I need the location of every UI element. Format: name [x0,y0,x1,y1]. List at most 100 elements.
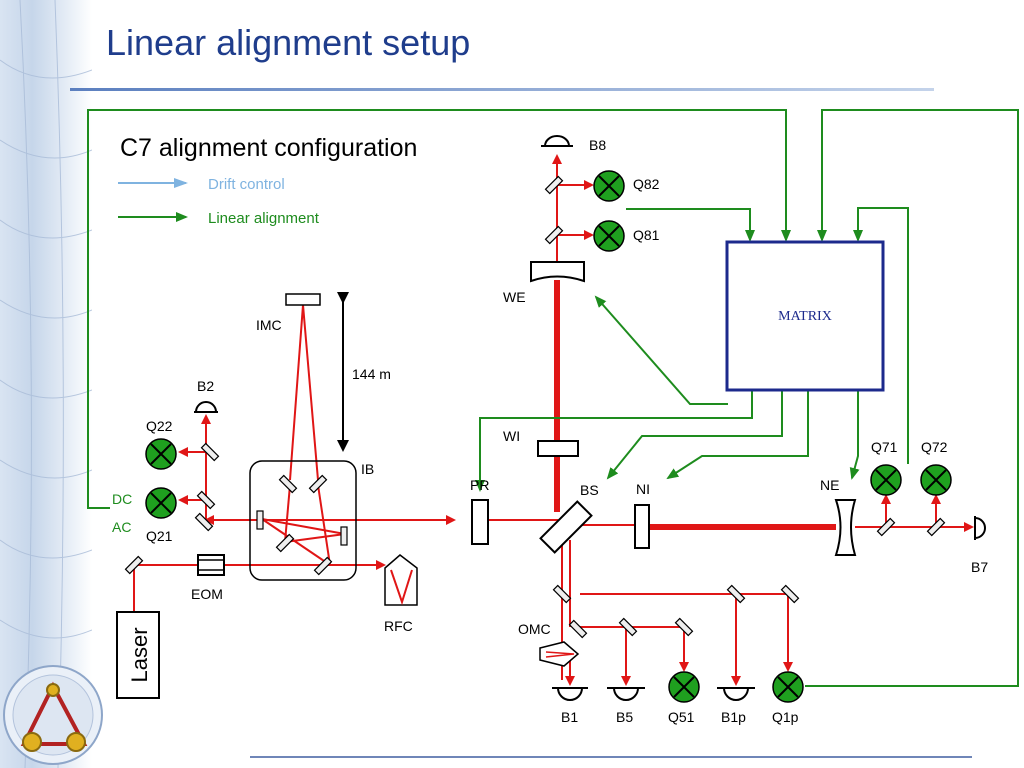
pickoff-bench-6 [780,584,800,604]
wi-mirror[interactable] [537,440,579,457]
quadrant-q71[interactable] [870,464,902,496]
q22-label: Q22 [146,418,173,434]
beam-ib-5 [261,518,331,566]
bs-beamsplitter[interactable] [539,500,593,554]
drift-legend-label: Drift control [208,176,285,193]
b5-label: B5 [616,709,633,725]
photodiodes [194,135,986,701]
ib-mirror-1 [278,474,298,494]
wi-label: WI [503,428,520,444]
ib-mirror-5 [275,533,295,553]
omc-label: OMC [518,621,551,637]
ni-mirror[interactable] [634,504,650,549]
b1p-label: B1p [721,709,746,725]
q71-label: Q71 [871,439,898,455]
pickoff-q21 [196,490,216,510]
signal-to-bs [606,390,783,480]
signal-q1p-loop [805,109,1019,687]
imc-mirror[interactable] [285,293,321,306]
footer-line [250,756,972,758]
pickoff-q22 [200,442,220,462]
imc-label: IMC [256,317,282,333]
banner-pattern [0,0,92,768]
signal-q72-loop [853,207,909,464]
bs-label: BS [580,482,599,498]
title-underline [70,88,934,91]
ib-box[interactable] [249,460,357,581]
dc-label: DC [112,491,132,507]
quadrant-q82[interactable] [593,170,625,202]
eom-label: EOM [191,586,223,602]
pickoff-bench-1 [552,584,572,604]
ni-label: NI [636,481,650,497]
quadrant-q21[interactable] [145,487,177,519]
signal-q82-loop [626,208,755,242]
photodiode-b1p[interactable] [717,687,755,701]
b1-label: B1 [561,709,578,725]
q21-label: Q21 [146,528,173,544]
pickoff-q71 [876,517,896,537]
quadrant-q81[interactable] [593,220,625,252]
pr-label: PR [470,477,489,493]
photodiode-b7[interactable] [974,516,986,540]
quadrant-q22[interactable] [145,438,177,470]
we-mirror[interactable] [530,261,585,283]
ne-label: NE [820,477,839,493]
we-label: WE [503,289,526,305]
signal-dc-loop [87,109,791,509]
ib-mirror-6 [313,556,333,576]
pickoff-ib-out [194,512,214,532]
pickoff-mirrors [124,175,946,639]
beam-paths [133,154,974,686]
virgo-logo [3,665,103,765]
beam-ib-1 [261,518,346,535]
ib-mirror-4 [340,526,348,546]
beam-ib-3 [284,484,291,543]
q1p-label: Q1p [772,709,799,725]
distance-label: 144 m [352,366,391,382]
beam-imc-triangle [289,304,319,481]
quadrants [145,170,952,703]
laser-label: Laser [127,627,152,682]
matrix-label: MATRIX [778,309,832,324]
component-labels: B2 Q22 Q21 DC AC B8 Q82 Q81 Q71 Q72 B7 B… [112,137,988,725]
photodiode-b8[interactable] [541,135,573,147]
photodiode-b5[interactable] [607,687,645,701]
pr-mirror[interactable] [471,499,489,545]
signal-to-we [594,295,728,405]
laser-box[interactable] [116,611,160,699]
signal-to-ni [666,390,809,480]
ne-mirror[interactable] [834,499,857,556]
eom[interactable] [197,554,225,576]
signal-to-ne [849,390,860,480]
pickoff-bench-2 [568,619,588,639]
pickoff-q81 [544,225,564,245]
rfc[interactable] [384,554,418,606]
beam-ib-4 [317,484,331,566]
q51-label: Q51 [668,709,695,725]
quadrant-q1p[interactable] [772,671,804,703]
pickoff-bench-3 [618,617,638,637]
pickoff-q72 [926,517,946,537]
ac-label: AC [112,519,131,535]
quadrant-q72[interactable] [920,464,952,496]
ib-mirror-3 [256,510,264,530]
ib-label: IB [361,461,374,477]
linear-legend-label: Linear alignment [208,210,320,227]
signal-to-pr [475,390,753,492]
b8-label: B8 [589,137,606,153]
pickoff-bench-5 [726,584,746,604]
q82-label: Q82 [633,176,660,192]
ib-mirror-2 [308,474,328,494]
photodiode-b2[interactable] [194,401,218,413]
slide-title: Linear alignment setup [106,22,471,63]
quadrant-q51[interactable] [668,671,700,703]
pickoff-q82 [544,175,564,195]
matrix-box[interactable] [725,240,885,392]
omc[interactable] [539,641,580,667]
pickoff-bench-4 [674,617,694,637]
b2-label: B2 [197,378,214,394]
photodiode-b1[interactable] [552,687,588,701]
side-banner [0,0,92,768]
